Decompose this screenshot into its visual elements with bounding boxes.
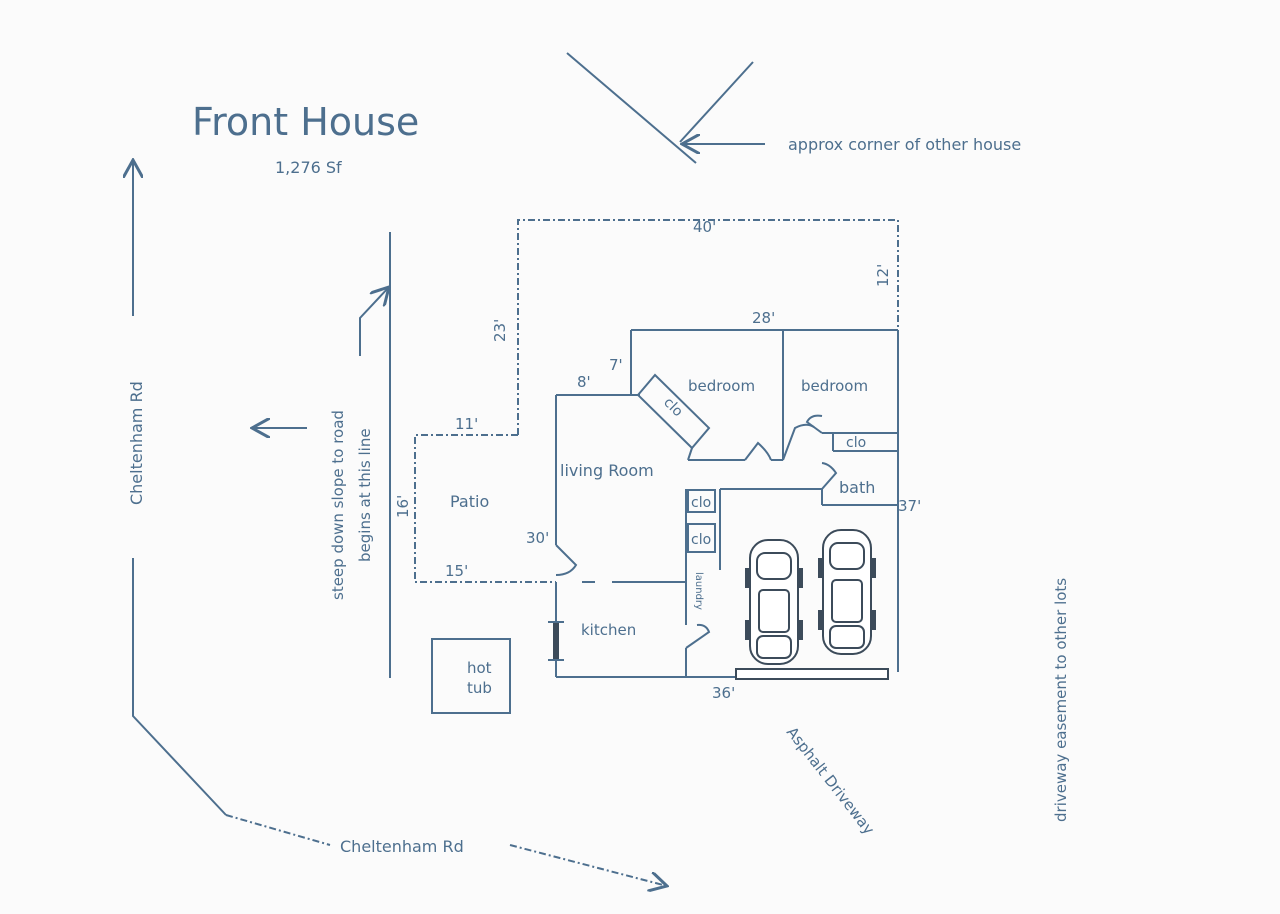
- patio-label: Patio: [450, 492, 489, 511]
- hot-tub-label-1: hot: [467, 659, 492, 677]
- dim-upper: 28': [752, 309, 775, 327]
- slope-label-line1: steep down slope to road: [329, 410, 347, 600]
- dim-patio-side: 16': [394, 495, 412, 518]
- bath-label: bath: [839, 478, 875, 497]
- garage-door: [735, 668, 889, 680]
- page-title: Front House: [192, 100, 419, 144]
- kitchen-window: [548, 621, 564, 661]
- slope-label-line2: begins at this line: [356, 428, 374, 562]
- living-room-label: living Room: [560, 461, 654, 480]
- dim-right-side: 37': [898, 497, 921, 515]
- dim-top: 40': [693, 218, 716, 236]
- other-house-label: approx corner of other house: [788, 135, 1021, 154]
- laundry-label: laundry: [693, 572, 704, 610]
- car-icon: [745, 539, 803, 665]
- bedroom-2-label: bedroom: [801, 377, 868, 395]
- dim-left-upper: 23': [491, 319, 509, 342]
- closet-a-label: clo: [691, 495, 711, 511]
- other-house-corner: [566, 52, 765, 164]
- house-walls: [555, 329, 899, 678]
- dim-jog-7: 7': [609, 356, 623, 374]
- easement-label: driveway easement to other lots: [1052, 578, 1070, 822]
- door-swings: [555, 414, 838, 649]
- bottom-road-line: [225, 814, 667, 886]
- lot-outline: [414, 219, 899, 583]
- bedroom-1-label: bedroom: [688, 377, 755, 395]
- dim-top-right: 12': [874, 264, 892, 287]
- car-icon: [818, 529, 876, 655]
- slope-line: [252, 232, 390, 678]
- road-bottom-label: Cheltenham Rd: [340, 837, 464, 856]
- dim-patio-top: 11': [455, 415, 478, 433]
- dim-patio-bottom: 15': [445, 562, 468, 580]
- hot-tub: [431, 638, 511, 714]
- closet-diagonal-label: clo: [660, 395, 686, 421]
- area-label: 1,276 Sf: [275, 158, 342, 177]
- dim-jog-8: 8': [577, 373, 591, 391]
- road-left-label: Cheltenham Rd: [127, 381, 146, 505]
- dim-living-side: 30': [526, 529, 549, 547]
- dim-bottom: 36': [712, 684, 735, 702]
- closet-b-label: clo: [691, 532, 711, 548]
- kitchen-label: kitchen: [581, 621, 636, 639]
- closet-right-label: clo: [846, 435, 866, 451]
- left-road-line: [133, 160, 227, 816]
- driveway-label: Asphalt Driveway: [783, 723, 878, 838]
- hot-tub-label-2: tub: [467, 679, 492, 697]
